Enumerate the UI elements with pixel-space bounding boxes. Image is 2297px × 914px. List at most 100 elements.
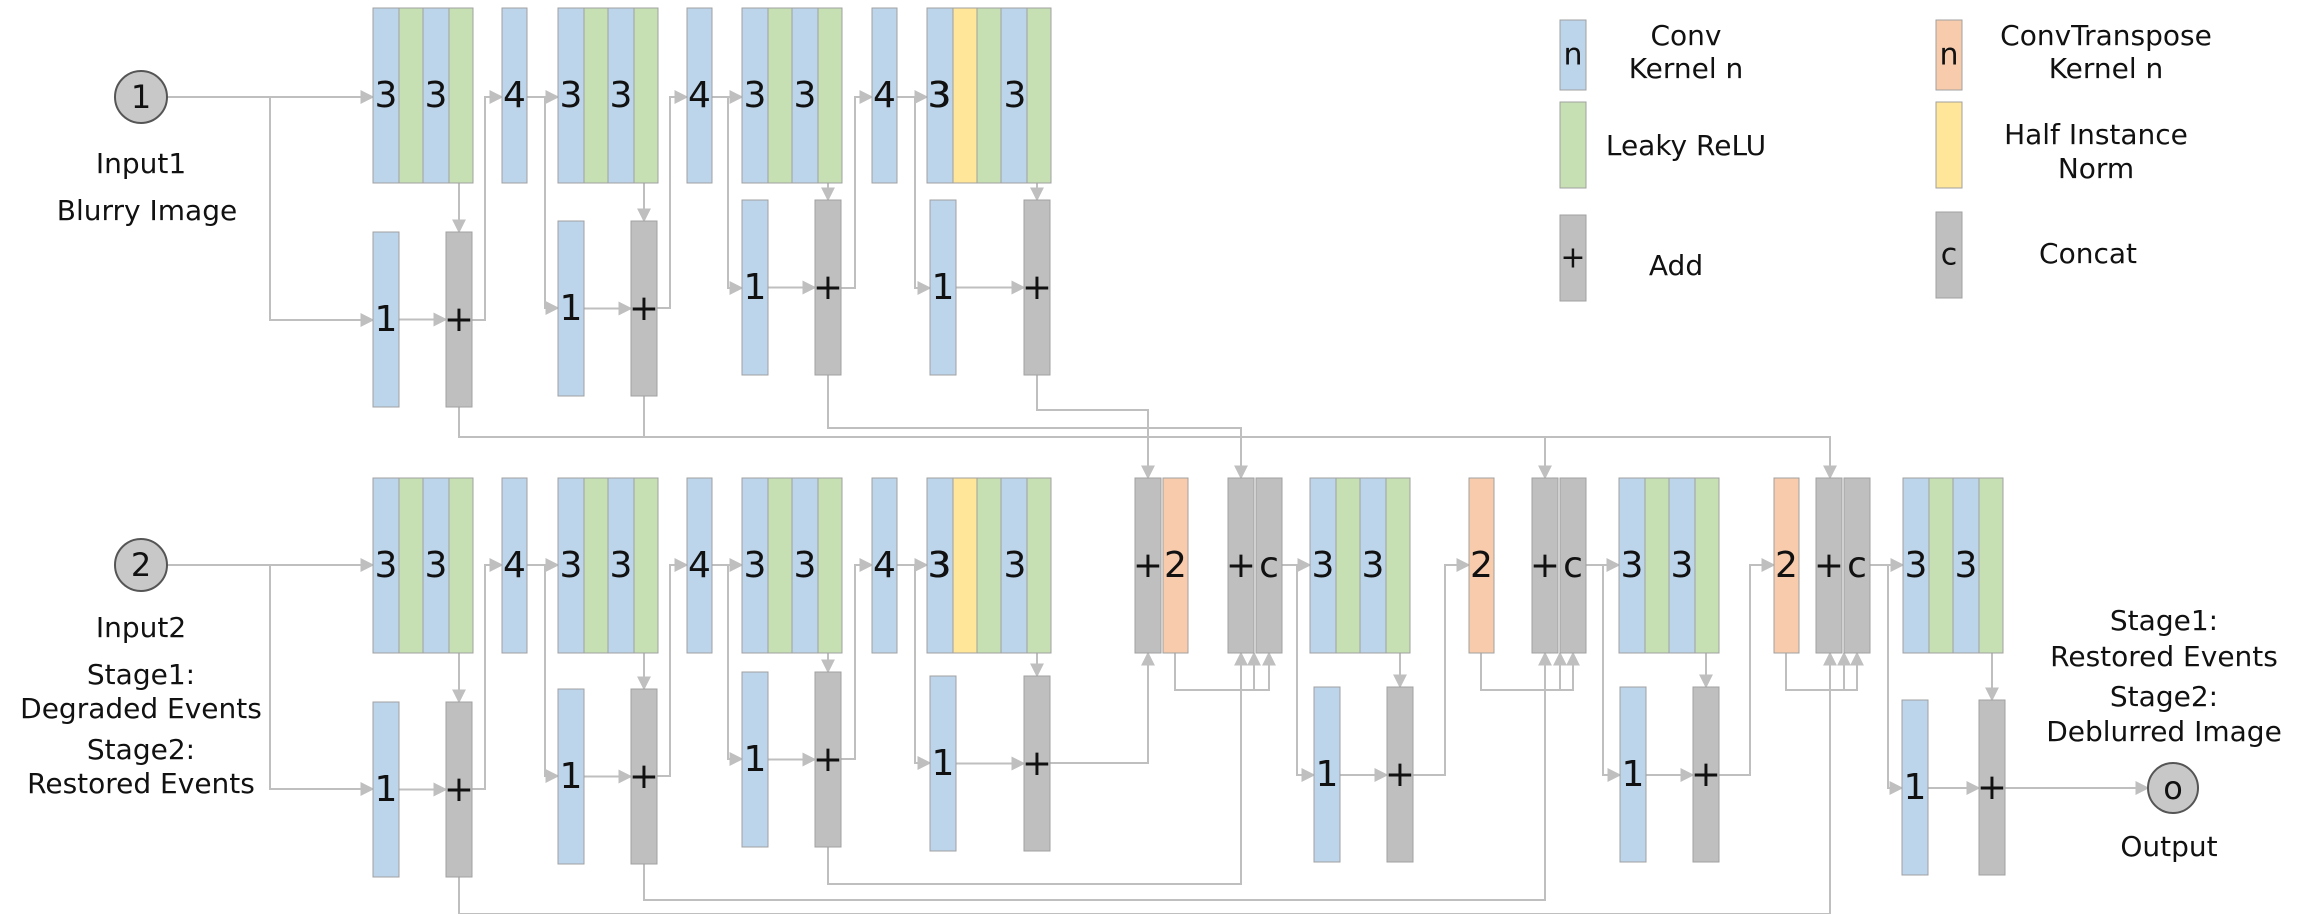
add-symbol: + xyxy=(444,769,474,810)
concat-symbol: c xyxy=(1259,545,1279,586)
conv-block xyxy=(557,477,585,654)
conv-kernel-label: 3 xyxy=(1955,545,1978,586)
conv-block xyxy=(372,231,400,408)
legend-concat-symbol: c xyxy=(1941,238,1958,273)
input2-node-label: 2 xyxy=(131,546,151,584)
conv-kernel-label: 1 xyxy=(375,299,398,340)
conv-block xyxy=(1901,699,1929,876)
leaky-relu-block xyxy=(817,7,843,184)
conv-kernel-label: 4 xyxy=(688,545,711,586)
leaky-relu-block xyxy=(633,477,659,654)
conv-kernel-label: 4 xyxy=(503,545,526,586)
legend-add-symbol: + xyxy=(1560,241,1585,276)
legend-conv-swatch xyxy=(1559,19,1587,91)
conv-transpose-kernel-label: 2 xyxy=(1775,545,1798,586)
leaky-relu-block xyxy=(1978,477,2004,654)
leaky-relu-block xyxy=(448,477,474,654)
conv-kernel-label: 3 xyxy=(744,545,767,586)
wire xyxy=(458,375,1837,480)
wire xyxy=(727,565,744,766)
leaky-relu-block xyxy=(1928,477,1954,654)
conv-kernel-label: 3 xyxy=(794,545,817,586)
input2-desc-line2: Degraded Events xyxy=(20,692,262,725)
conv-block xyxy=(501,477,528,654)
conv-transpose-block xyxy=(1773,477,1800,654)
conv-block xyxy=(741,671,769,848)
conv-block xyxy=(929,199,957,376)
leaky-relu-block xyxy=(1335,477,1361,654)
output-desc-line1: Stage1: xyxy=(2110,604,2218,637)
add-symbol: + xyxy=(1530,545,1560,586)
add-symbol: + xyxy=(1022,743,1052,784)
add-block xyxy=(630,688,658,865)
conv-block xyxy=(929,675,957,852)
leaky-relu-block xyxy=(398,7,424,184)
wire xyxy=(914,565,932,770)
conv-kernel-label: 3 xyxy=(1362,545,1385,586)
conv-kernel-label: 3 xyxy=(560,75,583,116)
conv-kernel-label: 3 xyxy=(1004,545,1027,586)
legend-conv-label2: Kernel n xyxy=(1629,52,1744,85)
concat-block xyxy=(1559,477,1587,654)
conv-block xyxy=(557,688,585,865)
output-desc-line4: Deblurred Image xyxy=(2046,715,2282,748)
wire xyxy=(544,565,560,783)
conv-transpose-block xyxy=(1468,477,1495,654)
conv-block xyxy=(741,7,769,184)
leaky-relu-block xyxy=(1026,477,1052,654)
concat-symbol: c xyxy=(1563,545,1583,586)
input2-node xyxy=(114,538,168,592)
conv-kernel-label: 3 xyxy=(1621,545,1644,586)
legend-convt-symbol: n xyxy=(1939,38,1958,73)
conv-kernel-label: 3 xyxy=(1905,545,1928,586)
leaky-relu-block xyxy=(398,477,424,654)
conv-block xyxy=(1618,477,1646,654)
legend-add-swatch xyxy=(1559,214,1587,302)
wire xyxy=(1174,651,1261,691)
conv-block xyxy=(926,7,954,184)
add-symbol: + xyxy=(1226,545,1256,586)
conv-kernel-label: 1 xyxy=(1904,767,1927,808)
conv-kernel-label: 1 xyxy=(560,756,583,797)
conv-block xyxy=(1313,686,1341,863)
conv-kernel-label: 3 xyxy=(794,75,817,116)
conv-kernel-label: 3 xyxy=(744,75,767,116)
add-symbol: + xyxy=(1133,545,1163,586)
add-symbol: + xyxy=(1977,767,2007,808)
add-block xyxy=(1386,686,1414,863)
conv-block xyxy=(1000,477,1028,654)
conv-kernel-label: 3 xyxy=(929,75,952,116)
wire xyxy=(727,97,744,295)
wire xyxy=(1887,565,1904,795)
legend-conv-symbol: n xyxy=(1563,38,1582,73)
conv-kernel-label: 3 xyxy=(610,75,633,116)
output-desc-line2: Restored Events xyxy=(2050,640,2278,673)
conv-block xyxy=(871,7,898,184)
add-symbol: + xyxy=(813,267,843,308)
legend-leaky-relu-swatch xyxy=(1559,101,1587,189)
add-symbol: + xyxy=(629,288,659,329)
leaky-relu-block xyxy=(1026,7,1052,184)
wire xyxy=(657,90,689,309)
conv-block xyxy=(1000,7,1028,184)
leaky-relu-block xyxy=(976,7,1002,184)
conv-block xyxy=(686,7,713,184)
conv-kernel-label: 1 xyxy=(932,267,955,308)
conv-block xyxy=(791,7,819,184)
wire xyxy=(841,90,874,289)
conv-block xyxy=(372,701,400,878)
legend-conv-label1: Conv xyxy=(1651,19,1722,52)
conv-kernel-label: 3 xyxy=(560,545,583,586)
legend-convt-swatch xyxy=(1935,19,1963,91)
wire xyxy=(1296,565,1316,782)
conv-kernel-label: 3 xyxy=(375,75,398,116)
conv-block xyxy=(791,477,819,654)
conv-block xyxy=(741,477,769,654)
conv-kernel-label: 3 xyxy=(425,545,448,586)
input2-desc-line3: Stage2: xyxy=(87,733,195,766)
conv-block xyxy=(871,477,898,654)
legend-concat-label: Concat xyxy=(2039,237,2137,270)
legend-relu-label: Leaky ReLU xyxy=(1606,129,1766,162)
leaky-relu-block xyxy=(583,477,609,654)
